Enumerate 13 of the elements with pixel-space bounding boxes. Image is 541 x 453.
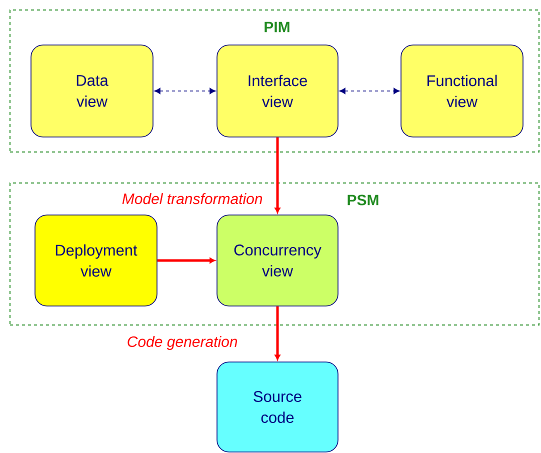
view-box: Data view [30,44,154,138]
view-box: Interface view [216,44,338,138]
arrow [339,88,400,94]
view-box: Concurrency view [216,214,338,306]
edge-label: Model transformation [120,192,264,206]
view-box: Functional view [400,44,524,138]
arrow [274,137,280,214]
arrow [157,258,216,264]
edge-label: Code generation [126,334,239,351]
view-box: Deployment view [34,214,158,306]
arrow [154,88,216,94]
arrow [274,306,280,360]
view-box: Source code [216,362,338,452]
